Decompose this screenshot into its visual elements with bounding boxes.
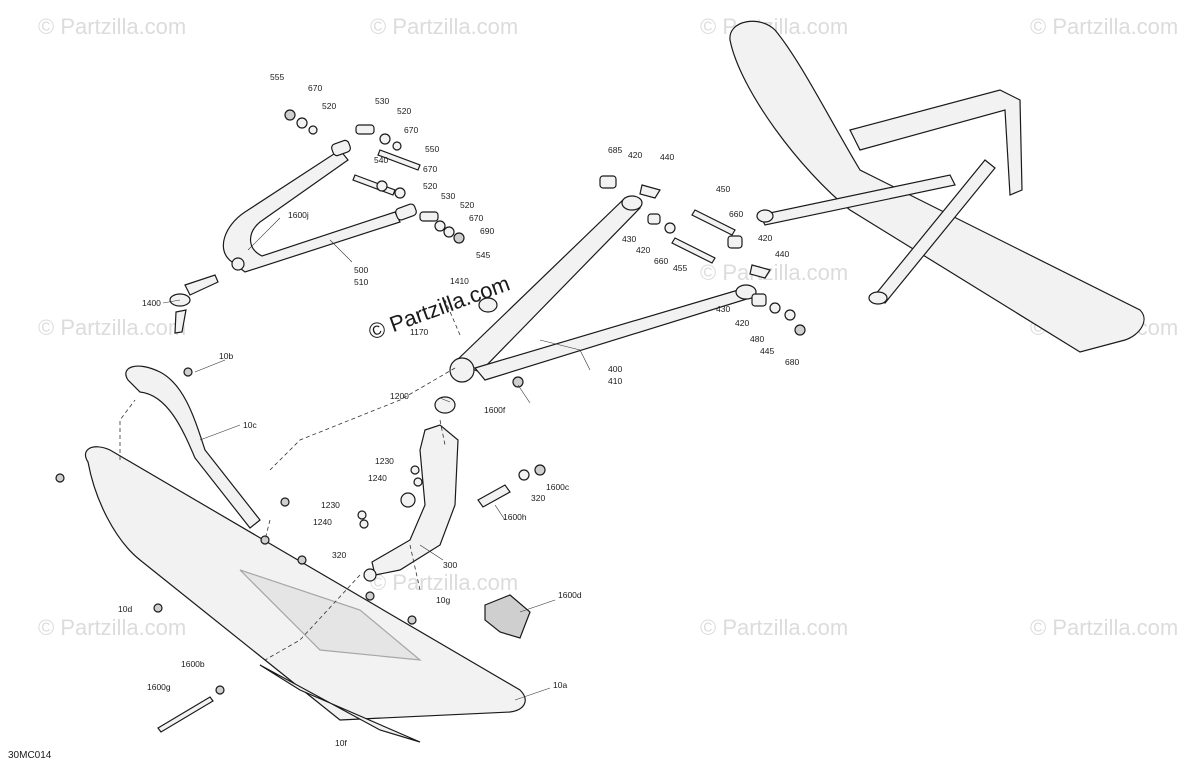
watermark: © Partzilla.com	[38, 615, 186, 640]
callout-label: 300	[443, 560, 457, 570]
callout-label: 320	[332, 550, 346, 560]
callout-label: 10f	[335, 738, 347, 748]
callout-label: 1600c	[546, 482, 570, 492]
callout-label: 1400	[142, 298, 161, 308]
watermark: © Partzilla.com	[700, 260, 848, 285]
callout-label: 690	[480, 226, 494, 236]
callout-label: 450	[716, 184, 730, 194]
upper-a-arm	[222, 139, 417, 273]
callout-label: 520	[460, 200, 474, 210]
callout-label: 1230	[321, 500, 340, 510]
assembly-lines	[119, 299, 461, 661]
callout-label: 1240	[313, 517, 332, 527]
callout-label: 480	[750, 334, 764, 344]
ski-handle-pad	[484, 594, 531, 639]
callouts: 555 670 520 530 520 670 550 540 670 520 …	[118, 72, 799, 748]
callout-label: 1600h	[503, 512, 527, 522]
callout-label: 540	[374, 155, 388, 165]
callout-label: 430	[622, 234, 636, 244]
callout-label: 400	[608, 364, 622, 374]
callout-label: 510	[354, 277, 368, 287]
callout-label: 530	[441, 191, 455, 201]
callout-label: 520	[397, 106, 411, 116]
callout-label: 520	[423, 181, 437, 191]
callout-label: 1600g	[147, 682, 171, 692]
callout-label: 660	[654, 256, 668, 266]
callout-label: 445	[760, 346, 774, 356]
watermark: © Partzilla.com	[370, 14, 518, 39]
leader-lines	[162, 217, 591, 701]
callout-label: 410	[608, 376, 622, 386]
upper-hardware	[284, 109, 465, 244]
watermark: © Partzilla.com	[370, 570, 518, 595]
watermark: © Partzilla.com	[38, 315, 186, 340]
callout-label: 10d	[118, 604, 132, 614]
watermark: © Partzilla.com	[700, 615, 848, 640]
left-ski	[55, 365, 526, 743]
watermark: © Partzilla.com	[38, 14, 186, 39]
lower-hardware	[478, 175, 806, 388]
spindle	[357, 396, 546, 582]
watermark-layer: © Partzilla.com © Partzilla.com © Partzi…	[38, 14, 1178, 640]
callout-label: 1170	[410, 327, 429, 337]
callout-label: 530	[375, 96, 389, 106]
callout-label: 430	[716, 304, 730, 314]
callout-label: 10c	[243, 420, 257, 430]
lower-a-arm	[449, 195, 757, 383]
callout-label: 1600j	[288, 210, 309, 220]
callout-label: 1200	[390, 391, 409, 401]
callout-label: 420	[636, 245, 650, 255]
callout-label: 420	[758, 233, 772, 243]
callout-label: 1230	[375, 456, 394, 466]
callout-label: 550	[425, 144, 439, 154]
callout-label: 500	[354, 265, 368, 275]
callout-label: 1410	[450, 276, 469, 286]
callout-label: 440	[775, 249, 789, 259]
callout-label: 670	[423, 164, 437, 174]
callout-label: 320	[531, 493, 545, 503]
callout-label: 1600d	[558, 590, 582, 600]
callout-label: 685	[608, 145, 622, 155]
callout-label: 10g	[436, 595, 450, 605]
callout-label: 680	[785, 357, 799, 367]
callout-label: 670	[308, 83, 322, 93]
callout-label: 420	[735, 318, 749, 328]
callout-label: 1600b	[181, 659, 205, 669]
callout-label: 440	[660, 152, 674, 162]
callout-label: 1600f	[484, 405, 506, 415]
callout-label: 545	[476, 250, 490, 260]
callout-label: 420	[628, 150, 642, 160]
ball-joint	[169, 274, 219, 334]
callout-label: 660	[729, 209, 743, 219]
watermark: © Partzilla.com	[1030, 14, 1178, 39]
callout-label: 555	[270, 72, 284, 82]
callout-label: 670	[469, 213, 483, 223]
callout-label: 1240	[368, 473, 387, 483]
callout-label: 670	[404, 125, 418, 135]
diagram-code: 30MC014	[8, 750, 52, 761]
watermark: © Partzilla.com	[1030, 615, 1178, 640]
callout-label: 520	[322, 101, 336, 111]
callout-label: 10a	[553, 680, 567, 690]
callout-label: 10b	[219, 351, 233, 361]
callout-label: 455	[673, 263, 687, 273]
right-ski-assembly	[729, 20, 1145, 353]
